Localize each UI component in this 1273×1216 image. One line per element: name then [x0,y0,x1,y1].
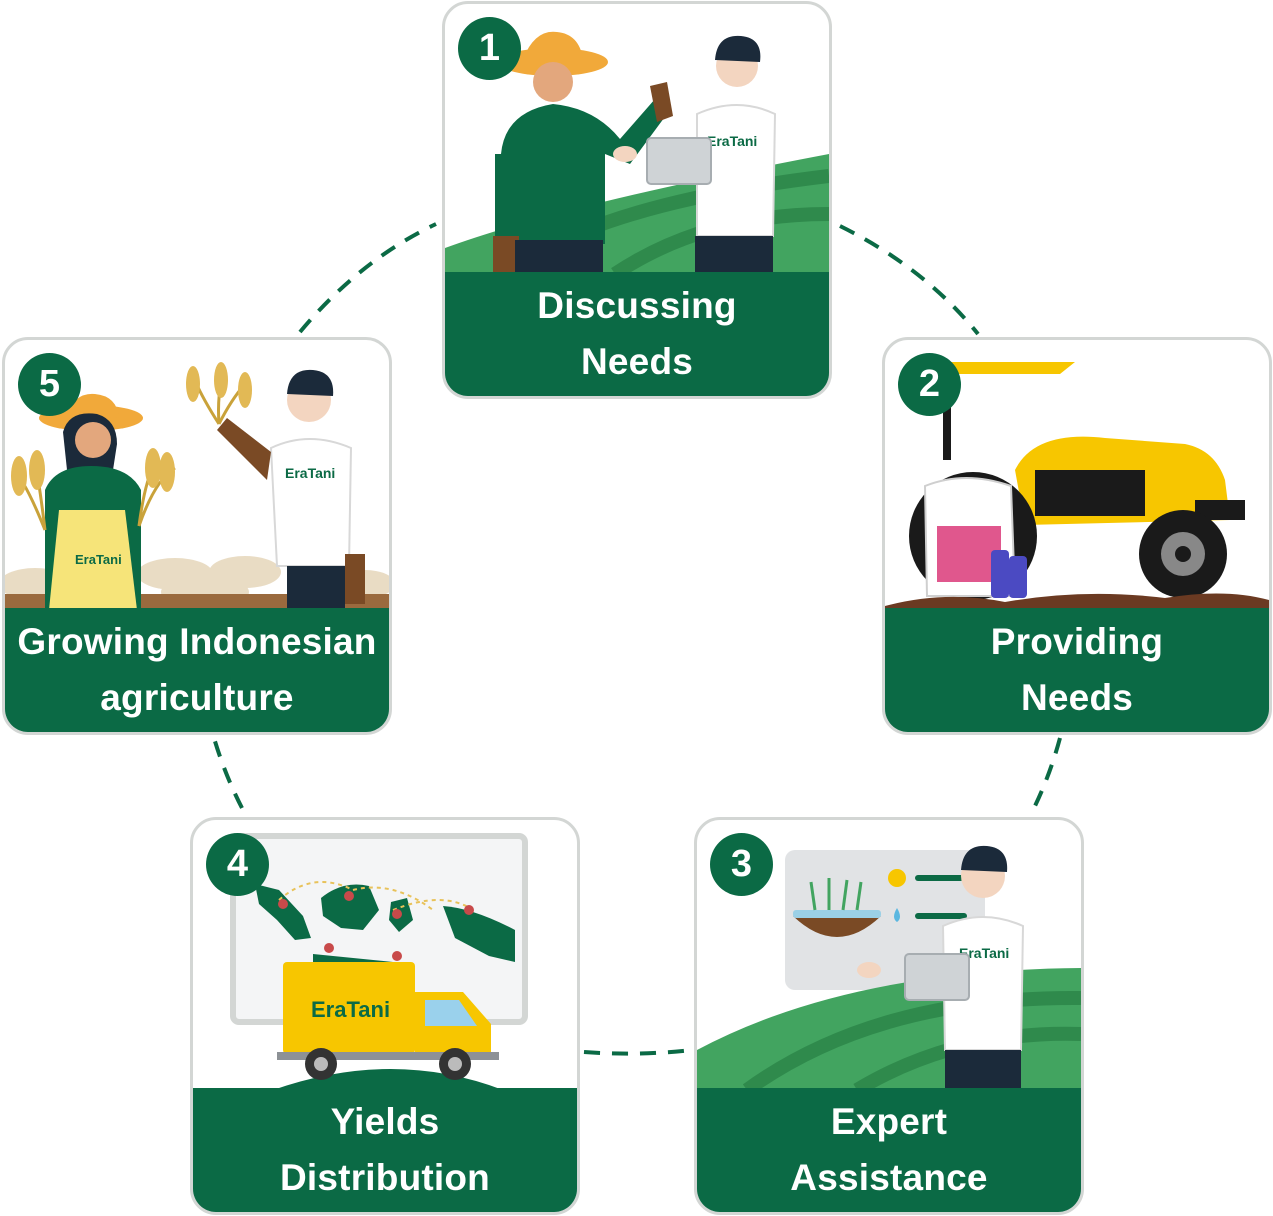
step-card-providing-needs: 2 Providing Needs [882,337,1272,735]
step-title: Growing Indonesian agriculture [5,608,389,732]
expert-monitoring-illustration: EraTani [697,845,1081,1090]
step-title: Expert Assistance [697,1088,1081,1212]
connector-4-to-5 [212,737,244,809]
svg-text:EraTani: EraTani [311,997,390,1022]
step-number-badge: 1 [458,17,521,80]
connector-2-to-3 [1032,737,1062,809]
step-number-badge: 4 [206,833,269,896]
step-number-badge: 2 [898,353,961,416]
svg-text:EraTani: EraTani [285,465,335,481]
step-card-discussing-needs: 1 EraTani Discussing Needs [442,1,832,399]
step-title: Yields Distribution [193,1088,577,1212]
svg-text:EraTani: EraTani [707,133,757,149]
step-number-badge: 5 [18,353,81,416]
step-title: Discussing Needs [445,272,829,396]
step-card-expert-assistance: 3 EraTani Expert Assistance [694,817,1084,1215]
svg-text:EraTani: EraTani [75,552,122,567]
step-card-yields-distribution: 4 EraTani [190,817,580,1215]
tractor-fertilizer-illustration [885,362,1269,610]
connector-1-to-2 [839,224,980,336]
step-card-growing-indonesian-agriculture: 5 EraTani [2,337,392,735]
step-title: Providing Needs [885,608,1269,732]
farmer-consultation-illustration: EraTani [445,31,829,274]
connector-5-to-1 [298,222,437,334]
step-number-badge: 3 [710,833,773,896]
svg-text:EraTani: EraTani [959,945,1009,961]
delivery-truck-map-illustration: EraTani [230,833,528,1090]
connector-3-to-4 [583,1048,693,1056]
